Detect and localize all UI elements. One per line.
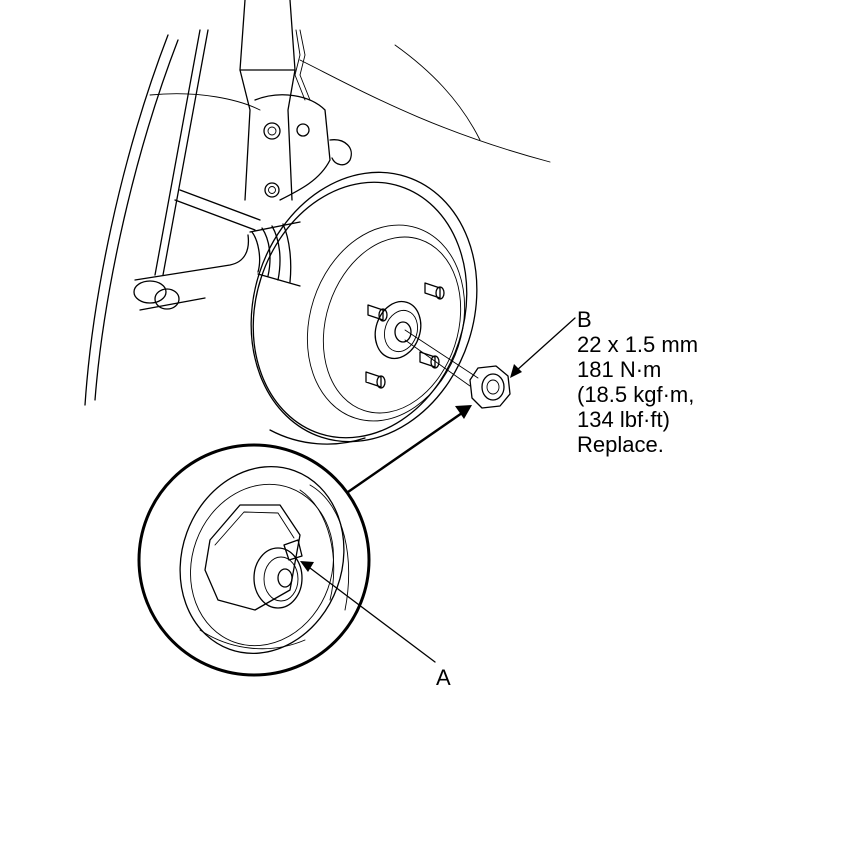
wheel-stud	[424, 282, 445, 300]
callout-b-spec-line: 181 N·m	[577, 357, 662, 382]
wheel-hub	[365, 282, 479, 389]
detail-pointer-arrow	[347, 412, 463, 493]
stabilizer-link	[133, 29, 261, 311]
driveshaft-boot	[249, 221, 301, 287]
staked-tab	[283, 539, 303, 561]
strut-assembly	[239, 0, 352, 201]
arrowhead-a	[300, 561, 314, 572]
arrowhead-b	[510, 364, 522, 378]
callout-b-spec-line: 134 lbf·ft)	[577, 407, 670, 432]
callout-b-spec-line: Replace.	[577, 432, 664, 457]
wheel-stud	[365, 371, 386, 389]
callout-b-spec-line: (18.5 kgf·m,	[577, 382, 695, 407]
wheel-stud	[419, 351, 440, 369]
detail-arrowhead	[455, 405, 472, 419]
callout-b: B 22 x 1.5 mm 181 N·m (18.5 kgf·m, 134 l…	[577, 307, 698, 457]
fender-arch	[84, 34, 551, 406]
callout-b-spec-line: 22 x 1.5 mm	[577, 332, 699, 357]
callout-a-letter: A	[436, 665, 451, 690]
brake-disc	[250, 171, 478, 445]
wheel-stud	[367, 304, 388, 322]
leader-line-a	[309, 567, 436, 663]
detail-view-circle	[137, 443, 371, 677]
leader-line-b	[515, 317, 576, 372]
callout-b-letter: B	[577, 307, 592, 332]
spindle-nut-b	[469, 365, 511, 409]
